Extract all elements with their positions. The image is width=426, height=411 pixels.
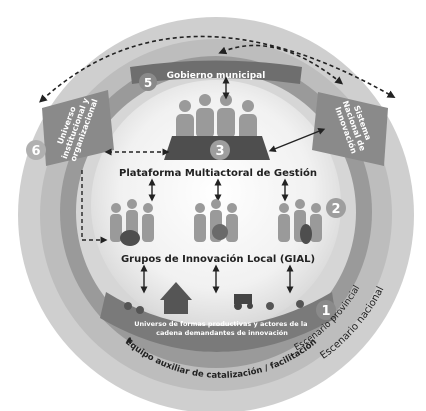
gial-badge: 2 <box>326 198 346 218</box>
top-dashed-arc-inner <box>218 44 344 85</box>
svg-text:1: 1 <box>321 304 330 319</box>
universo-institucional-badge: 6 <box>26 140 46 160</box>
universo-formas-label: Universo de formas productivas y actores… <box>134 320 310 337</box>
gobierno-label: Gobierno municipal <box>167 71 266 81</box>
farm-scene-icon <box>124 282 304 314</box>
plataforma-label: Plataforma Multiactoral de Gestión <box>119 167 317 179</box>
svg-text:3: 3 <box>215 144 224 159</box>
sistema-nacional-banner <box>312 92 388 166</box>
productive-band <box>100 292 336 352</box>
gial-label: Grupos de Innovación Local (GIAL) <box>121 253 315 265</box>
arrow-universo-gial-dashed <box>81 170 108 244</box>
gial-group-center-icon <box>194 199 238 242</box>
arrows-plataforma-gial <box>148 178 289 202</box>
svg-text:6: 6 <box>31 144 40 159</box>
gobierno-badge: 5 <box>139 73 157 91</box>
arrows-gial-universo-formas <box>140 264 294 294</box>
equipo-number: 4 <box>126 337 132 347</box>
svg-text:5: 5 <box>144 76 152 90</box>
gial-group-right-icon <box>278 199 322 244</box>
universo-formas-badge: 1 <box>316 300 336 320</box>
plataforma-badge: 3 <box>210 140 230 160</box>
gial-group-left-icon <box>110 199 154 246</box>
arrow-sistema-plataforma <box>268 128 326 152</box>
svg-text:2: 2 <box>331 202 340 217</box>
universo-institucional-banner <box>42 90 114 166</box>
